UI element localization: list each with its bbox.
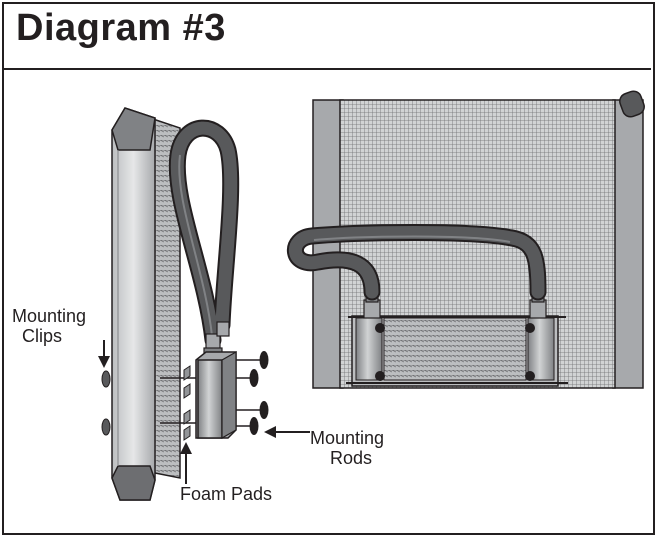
diagram-title: Diagram #3 [16, 7, 226, 49]
mounting-rods-callout: Mounting Rods [264, 426, 384, 468]
side-view-hose-loop [168, 119, 240, 349]
front-view-hose [287, 224, 547, 301]
mounting-rod-nuts [249, 351, 269, 435]
mounting-rods-label-line1: Mounting [310, 428, 384, 448]
foam-pads [183, 365, 191, 441]
mounting-clips-label-line1: Mounting [12, 306, 86, 326]
foam-pads-label: Foam Pads [180, 484, 272, 504]
title-divider [2, 68, 651, 70]
foam-pads-callout: Foam Pads [180, 442, 272, 504]
mounting-rods-label-line2: Rods [330, 448, 372, 468]
mounting-clip-markers [101, 370, 111, 436]
mounting-clips-label-line2: Clips [22, 326, 62, 346]
mounting-clips-callout: Mounting Clips [12, 306, 110, 368]
side-view-oil-cooler [195, 350, 237, 440]
side-view-radiator [111, 107, 181, 501]
front-view-oil-cooler [346, 315, 568, 387]
